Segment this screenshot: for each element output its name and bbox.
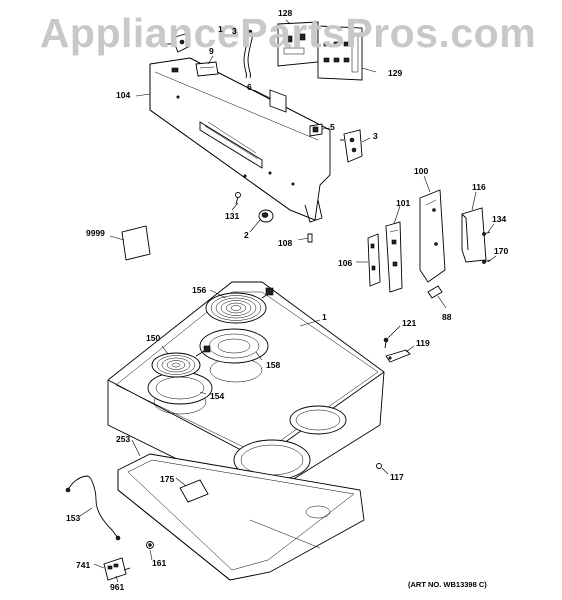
part-9999-literature[interactable] <box>121 225 151 261</box>
part-1-cooktop[interactable] <box>107 281 385 501</box>
callout-88[interactable]: 88 <box>442 312 452 322</box>
panel-slot-1 <box>171 67 179 73</box>
callout-128[interactable]: 128 <box>278 8 293 18</box>
callout-2[interactable]: 2 <box>244 230 249 240</box>
part-156-surface-element[interactable] <box>205 287 274 324</box>
callout-253[interactable]: 253 <box>116 434 131 444</box>
part-106-bracket[interactable] <box>367 233 381 287</box>
callout-129[interactable]: 129 <box>388 68 403 78</box>
callout-104[interactable]: 104 <box>116 90 131 100</box>
part-88-plug[interactable] <box>427 285 443 299</box>
callout-961[interactable]: 961 <box>110 582 125 592</box>
callout-101[interactable]: 101 <box>396 198 411 208</box>
part-3-infinite-switch[interactable] <box>340 129 363 163</box>
callout-3[interactable]: 3 <box>373 131 378 141</box>
part-175-plate[interactable] <box>179 479 209 503</box>
art-number: (ART NO. WB13398 C) <box>408 580 487 589</box>
watermark-logo: AppliancePartsPros.com <box>39 10 537 56</box>
part-2-knob[interactable] <box>258 209 274 223</box>
callout-119[interactable]: 119 <box>416 338 430 348</box>
leader-lines <box>79 19 497 583</box>
part-170-screw[interactable] <box>482 259 491 264</box>
part-741-terminal-block[interactable] <box>103 557 127 581</box>
callout-9999[interactable]: 9999 <box>86 228 105 238</box>
part-150-surface-element[interactable] <box>151 345 211 378</box>
callout-1-top[interactable]: 1 <box>218 24 223 34</box>
callout-9[interactable]: 9 <box>209 46 214 56</box>
callout-154[interactable]: 154 <box>210 391 225 401</box>
part-161-strain-relief[interactable] <box>146 541 154 549</box>
part-121-screw[interactable] <box>383 337 389 349</box>
callout-117[interactable]: 117 <box>390 472 404 482</box>
callout-3-top[interactable]: 3 <box>232 26 237 36</box>
part-116-side-trim[interactable] <box>461 207 487 263</box>
part-1-clip-top[interactable] <box>160 33 191 53</box>
callout-150[interactable]: 150 <box>146 333 161 343</box>
part-108-fastener[interactable] <box>307 233 313 243</box>
part-153-wire[interactable] <box>65 475 121 541</box>
part-3-wire-hook[interactable] <box>243 29 253 79</box>
callout-161[interactable]: 161 <box>152 558 167 568</box>
part-104-backsplash[interactable] <box>149 57 331 223</box>
callout-158[interactable]: 158 <box>266 360 281 370</box>
part-158-drip-pan[interactable] <box>199 328 269 364</box>
callout-106[interactable]: 106 <box>338 258 353 268</box>
part-101-bracket[interactable] <box>385 221 403 293</box>
callout-131[interactable]: 131 <box>225 211 240 221</box>
part-129-overlay[interactable] <box>317 25 363 81</box>
part-961-screw[interactable] <box>123 567 131 571</box>
callout-1[interactable]: 1 <box>322 312 327 322</box>
callout-170[interactable]: 170 <box>494 246 509 256</box>
part-6-label[interactable] <box>269 89 287 113</box>
callout-116[interactable]: 116 <box>472 182 486 192</box>
callout-156[interactable]: 156 <box>192 285 207 295</box>
callout-175[interactable]: 175 <box>160 474 175 484</box>
callout-108[interactable]: 108 <box>278 238 293 248</box>
part-5-switch[interactable] <box>309 123 323 137</box>
callout-134[interactable]: 134 <box>492 214 507 224</box>
callout-6[interactable]: 6 <box>247 82 252 92</box>
part-253-burner-box[interactable] <box>117 453 365 581</box>
callout-741[interactable]: 741 <box>76 560 91 570</box>
part-131-screw[interactable] <box>235 192 241 205</box>
part-9-label[interactable] <box>195 61 219 77</box>
callout-100[interactable]: 100 <box>414 166 429 176</box>
part-119-bracket[interactable] <box>385 349 411 363</box>
part-134-screw[interactable] <box>482 231 491 236</box>
callout-121[interactable]: 121 <box>402 318 417 328</box>
part-100-side-trim[interactable] <box>419 189 446 283</box>
cooktop-opening-right-front <box>289 405 347 435</box>
callout-5[interactable]: 5 <box>330 122 335 132</box>
callout-153[interactable]: 153 <box>66 513 81 523</box>
part-117-fastener[interactable] <box>376 463 382 469</box>
